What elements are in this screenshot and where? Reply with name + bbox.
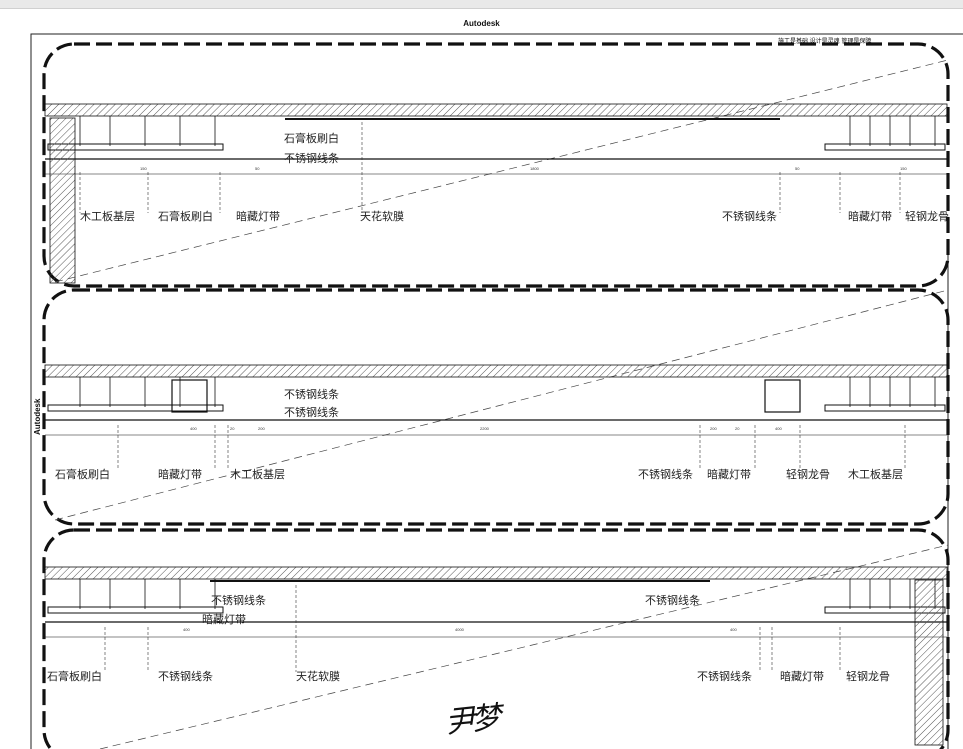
section-1-dimension: 150 xyxy=(140,166,147,171)
section-2-label: 石膏板刷白 xyxy=(55,469,110,481)
wall-left-1 xyxy=(49,117,76,284)
wall-right-3 xyxy=(914,579,944,746)
light-box-right-2 xyxy=(764,379,801,413)
keel-right-3 xyxy=(824,606,946,614)
slab-2 xyxy=(44,364,948,378)
section-3-label: 轻钢龙骨 xyxy=(846,671,890,683)
diagonal-guide-2 xyxy=(54,289,949,521)
section-1-dimension: 50 xyxy=(795,166,800,171)
section-1-callout: 不锈钢线条 xyxy=(284,153,339,165)
section-3-label: 暗藏灯带 xyxy=(780,671,824,683)
section-1-dimension: 150 xyxy=(900,166,907,171)
slab-3 xyxy=(44,566,948,580)
section-1-label: 天花软膜 xyxy=(360,211,404,223)
keel-left-2 xyxy=(47,404,224,412)
section-1-callout: 石膏板刷白 xyxy=(284,133,339,145)
viewport-outline-2 xyxy=(42,288,950,526)
viewer-toolbar-strip xyxy=(0,0,963,9)
section-3-label: 不锈钢线条 xyxy=(697,671,752,683)
sheet-border xyxy=(30,33,963,749)
keel-right-1 xyxy=(824,143,946,151)
keel-left-1 xyxy=(47,143,224,151)
section-2-callout: 不锈钢线条 xyxy=(284,389,339,401)
section-3-label: 不锈钢线条 xyxy=(158,671,213,683)
section-3-dimension: 4000 xyxy=(455,627,464,632)
section-3-label: 天花软膜 xyxy=(296,671,340,683)
section-2-label: 木工板基层 xyxy=(230,469,285,481)
section-1-label: 暗藏灯带 xyxy=(848,211,892,223)
slab-1 xyxy=(44,103,948,117)
section-2-dimension: 200 xyxy=(710,426,717,431)
sheet-title-top: Autodesk xyxy=(463,19,500,28)
section-2-dimension: 20 xyxy=(230,426,235,431)
section-2-dimension: 20 xyxy=(735,426,740,431)
sheet-note: 施工是基础 设计是灵魂 管理是保障 xyxy=(778,39,872,45)
keel-left-3 xyxy=(47,606,224,614)
handwritten-signature: 尹梦 xyxy=(443,700,500,741)
section-3-label: 石膏板刷白 xyxy=(47,671,102,683)
section-1-dimension: 50 xyxy=(255,166,260,171)
diagonal-guide-1 xyxy=(54,59,949,283)
diagonal-guide-3 xyxy=(99,544,949,749)
section-3-callout: 不锈钢线条 xyxy=(211,595,266,607)
section-2-label: 暗藏灯带 xyxy=(707,469,751,481)
section-3-callout: 暗藏灯带 xyxy=(202,614,246,626)
section-1-label: 石膏板刷白 xyxy=(158,211,213,223)
keel-right-2 xyxy=(824,404,946,412)
viewport-outline-3 xyxy=(42,528,950,749)
section-1-label: 暗藏灯带 xyxy=(236,211,280,223)
section-2-dimension: 400 xyxy=(190,426,197,431)
section-1-label: 木工板基层 xyxy=(80,211,135,223)
section-2-dimension: 200 xyxy=(258,426,265,431)
section-1-label: 轻钢龙骨 xyxy=(905,211,949,223)
section-2-label: 不锈钢线条 xyxy=(638,469,693,481)
section-1-dimension: 1800 xyxy=(530,166,539,171)
section-2-label: 暗藏灯带 xyxy=(158,469,202,481)
section-3-dimension: 400 xyxy=(183,627,190,632)
viewport-outline-1 xyxy=(42,42,950,288)
section-3-callout: 不锈钢线条 xyxy=(645,595,700,607)
section-1-label: 不锈钢线条 xyxy=(722,211,777,223)
section-2-label: 轻钢龙骨 xyxy=(786,469,830,481)
section-2-label: 木工板基层 xyxy=(848,469,903,481)
section-2-dimension: 2200 xyxy=(480,426,489,431)
section-2-dimension: 400 xyxy=(775,426,782,431)
section-2-callout: 不锈钢线条 xyxy=(284,407,339,419)
section-3-dimension: 400 xyxy=(730,627,737,632)
light-box-left-2 xyxy=(171,379,208,413)
